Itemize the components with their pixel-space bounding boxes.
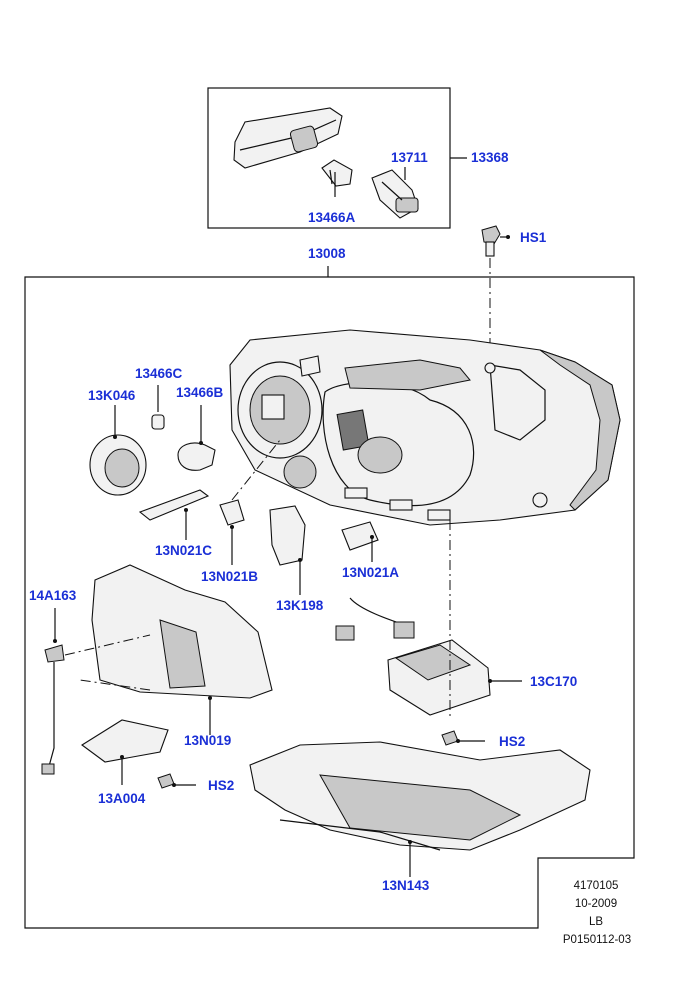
igniter-module [269, 505, 306, 595]
lamp-cover-cap [89, 405, 147, 496]
part-reference: P0150112-03 [562, 934, 632, 946]
side-marker-inset [207, 87, 467, 229]
mounting-bracket [81, 719, 169, 785]
callout-13K198[interactable]: 13K198 [276, 598, 324, 613]
callout-14A163[interactable]: 14A163 [29, 588, 77, 603]
callout-13466B[interactable]: 13466B [176, 385, 224, 400]
undertray [249, 741, 591, 877]
callout-13008[interactable]: 13008 [308, 246, 346, 261]
callout-13466A[interactable]: 13466A [308, 210, 356, 225]
callout-13711[interactable]: 13711 [391, 150, 428, 165]
callout-13N019[interactable]: 13N019 [184, 733, 232, 748]
screw-icon [157, 773, 196, 789]
screw-icon [481, 225, 510, 360]
bulb-icon [177, 405, 216, 471]
bulb-icon [341, 521, 379, 562]
headlamp-assembly [229, 329, 621, 526]
callout-13N021A[interactable]: 13N021A [342, 565, 400, 580]
ballast-module [387, 639, 522, 716]
callout-13466C[interactable]: 13466C [135, 366, 183, 381]
main-panel-frame [24, 276, 635, 929]
callout-13K046[interactable]: 13K046 [88, 388, 136, 403]
callout-13C170[interactable]: 13C170 [530, 674, 578, 689]
region-code: LB [588, 916, 604, 928]
callout-13N021C[interactable]: 13N021C [155, 543, 213, 558]
callout-13N021B[interactable]: 13N021B [201, 569, 259, 584]
rear-cover [91, 564, 273, 735]
drawing-date: 10-2009 [574, 898, 618, 910]
connector-icon [335, 597, 415, 641]
bulb-holder-strip [138, 489, 210, 540]
bulb-icon [151, 385, 165, 430]
callout-13N143[interactable]: 13N143 [382, 878, 430, 893]
callout-13368[interactable]: 13368 [471, 150, 509, 165]
wiring-harness [41, 608, 65, 775]
callout-HS2-left[interactable]: HS2 [208, 778, 235, 793]
screw-icon [441, 730, 485, 746]
drawing-number: 4170105 [573, 880, 619, 892]
callout-HS1[interactable]: HS1 [520, 230, 547, 245]
callout-HS2-right[interactable]: HS2 [499, 734, 526, 749]
callout-13A004[interactable]: 13A004 [98, 791, 146, 806]
bulb-icon [219, 499, 245, 565]
